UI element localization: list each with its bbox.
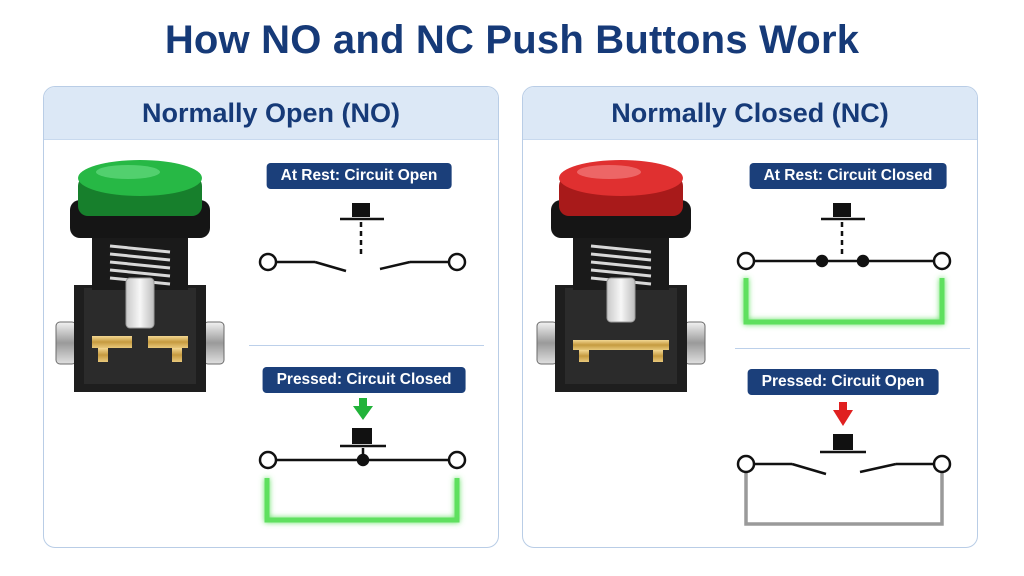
spring [109, 244, 171, 286]
nc-rest-switch-symbol [736, 203, 952, 325]
actuator-icon [833, 434, 853, 450]
nc-push-button-illustration [536, 160, 706, 392]
label-no-at-rest: At Rest: Circuit Open [266, 163, 452, 189]
actuator-icon [833, 203, 851, 217]
no-push-button-illustration [55, 160, 225, 392]
inactive-circuit-loop [744, 473, 944, 526]
label-nc-pressed: Pressed: Circuit Open [747, 369, 939, 395]
plunger [606, 277, 636, 323]
nc-pressed-switch-symbol [736, 402, 952, 526]
divider-no [249, 345, 484, 346]
contact-left [92, 336, 132, 348]
page-title: How NO and NC Push Buttons Work [164, 18, 860, 62]
contact-right [148, 336, 188, 348]
spring [590, 244, 652, 286]
divider-nc [735, 348, 970, 349]
press-arrow-icon [833, 402, 853, 426]
panel-header-nc: Normally Closed (NC) [523, 87, 977, 140]
left-screw [536, 321, 558, 365]
label-no-pressed: Pressed: Circuit Closed [262, 367, 466, 393]
plunger [125, 277, 155, 329]
right-screw [684, 321, 706, 365]
panel-header-no: Normally Open (NO) [44, 87, 498, 140]
left-screw [55, 321, 77, 365]
label-nc-at-rest: At Rest: Circuit Closed [749, 163, 947, 189]
no-rest-switch-symbol [258, 203, 467, 273]
actuator-icon [352, 203, 370, 217]
actuator-icon [352, 428, 372, 444]
contact-bridge [573, 340, 669, 350]
press-arrow-icon [353, 398, 373, 420]
right-screw [203, 321, 225, 365]
active-circuit-loop [264, 478, 460, 523]
no-pressed-switch-symbol [258, 398, 467, 523]
active-circuit-loop [743, 278, 945, 325]
